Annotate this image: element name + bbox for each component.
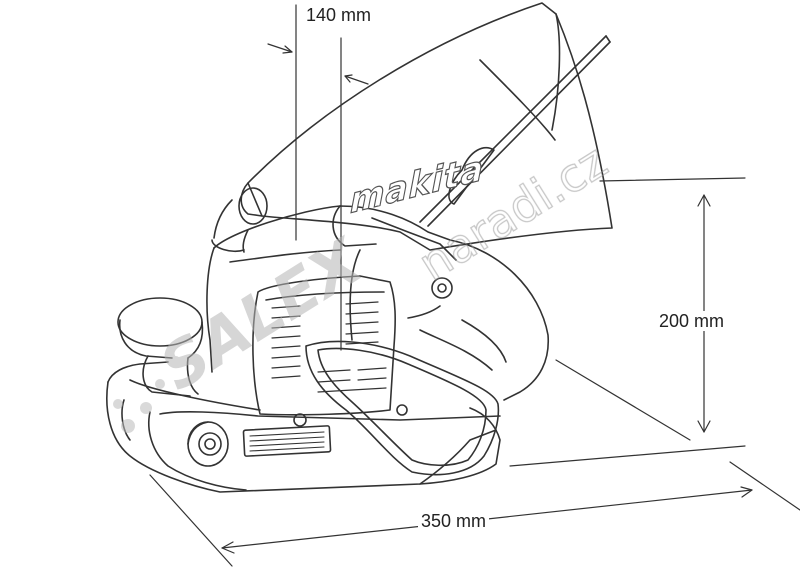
watermark-dots — [113, 356, 180, 433]
width-dimension-label: 140 mm — [306, 5, 372, 25]
width-dimension-lines — [267, 4, 369, 351]
motor-vent-panel — [252, 275, 408, 427]
bag-frame-rod — [419, 35, 611, 227]
sander-housing — [206, 205, 550, 401]
base-belt-housing — [106, 361, 501, 493]
dust-bag — [211, 2, 613, 253]
watermark-brand: SALEX — [147, 223, 377, 404]
height-dimension-label: 200 mm — [656, 311, 728, 331]
length-dimension-label: 350 mm — [418, 511, 490, 531]
front-knob — [117, 297, 204, 397]
rear-handle-loop — [305, 340, 500, 476]
length-dimension-lines — [149, 359, 800, 567]
